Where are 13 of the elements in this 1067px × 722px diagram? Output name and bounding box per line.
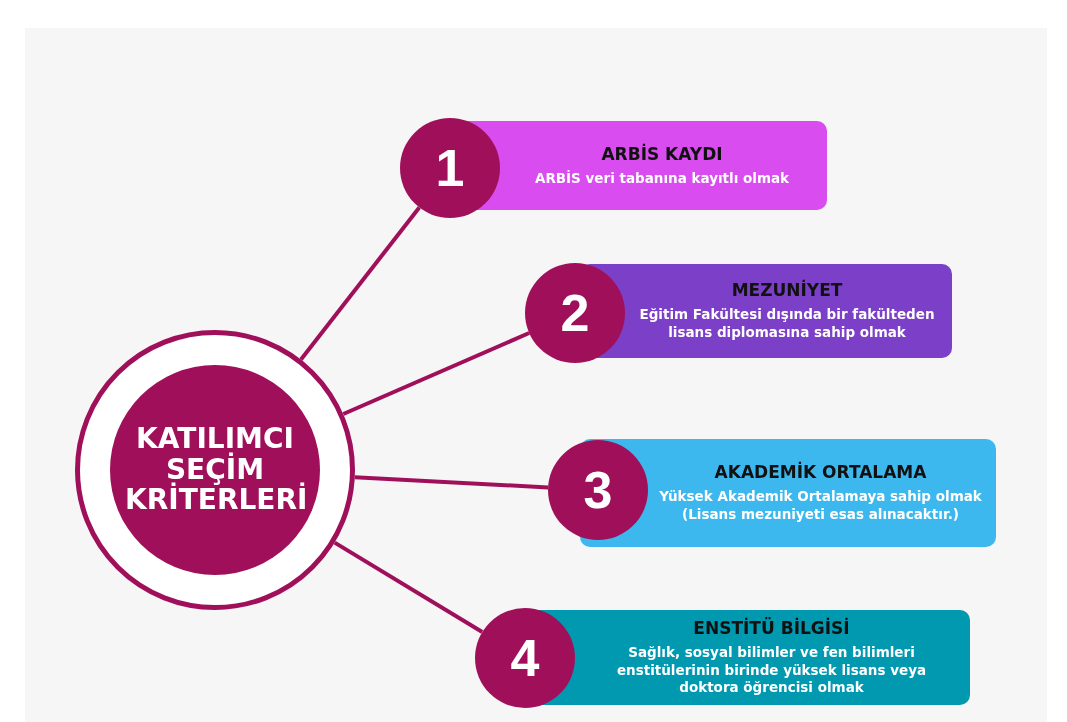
card-heading: MEZUNİYET xyxy=(731,280,843,301)
card-heading: ENSTİTÜ BİLGİSİ xyxy=(693,618,850,639)
card-description: Yüksek Akademik Ortalamaya sahip olmak (Lisans mezuniyeti esas alınacaktır.) xyxy=(658,488,983,524)
card-description: Sağlık, sosyal bilimler ve fen bilimleri enstitülerinin birinde yüksek lisans veya doktora öğrencisi olmak xyxy=(615,644,928,697)
card-heading: AKADEMİK ORTALAMA xyxy=(714,462,927,483)
connector-line xyxy=(342,331,530,416)
card-heading: ARBİS KAYDI xyxy=(601,143,723,164)
card-description: Eğitim Fakültesi dışında bir fakülteden lisans diplomasına sahip olmak xyxy=(638,306,936,342)
connector-line xyxy=(354,475,549,490)
connector-line xyxy=(299,206,421,361)
center-title: KATILIMCI SEÇİM KRİTERLERİ xyxy=(125,423,305,517)
connector-line xyxy=(333,540,484,634)
card-description: ARBİS veri tabanına kayıtlı olmak xyxy=(534,169,790,188)
